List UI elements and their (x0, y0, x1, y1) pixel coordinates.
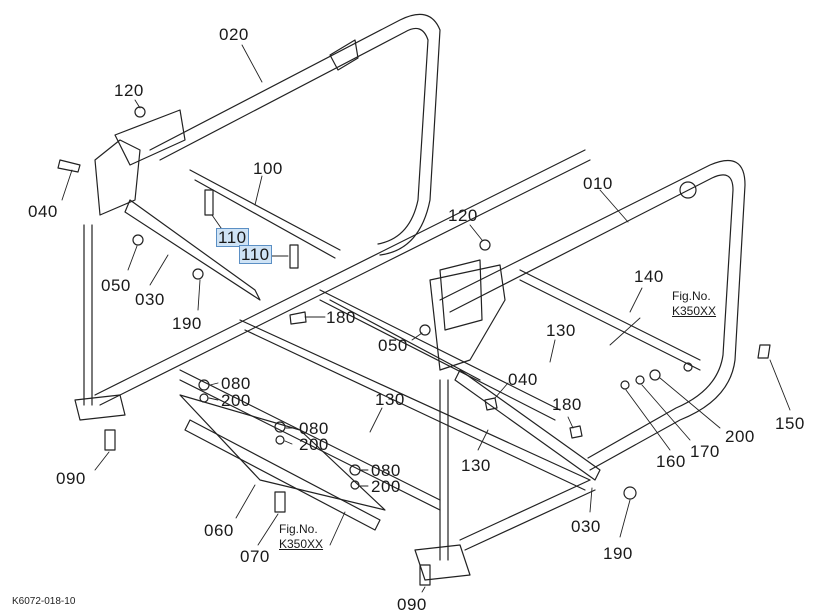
figure-ref-label: Fig.No. (672, 289, 711, 303)
callout-140[interactable]: 140 (634, 267, 664, 286)
callout-050[interactable]: 050 (101, 276, 131, 295)
callout-200[interactable]: 200 (725, 427, 755, 446)
callout-120[interactable]: 120 (448, 206, 478, 225)
figure-ref-code[interactable]: K350XX (672, 304, 717, 318)
figure-ref-label: Fig.No. (279, 522, 318, 536)
callout-080[interactable]: 080 (371, 461, 401, 480)
hardware (58, 107, 770, 585)
callout-050[interactable]: 050 (378, 336, 408, 355)
callout-160[interactable]: 160 (656, 452, 686, 471)
callout-180[interactable]: 180 (552, 395, 582, 414)
callout-040[interactable]: 040 (28, 202, 58, 221)
bottom-plates (180, 395, 385, 530)
leader-lines (62, 45, 790, 592)
left-upright (75, 110, 185, 420)
callout-090[interactable]: 090 (56, 469, 86, 488)
callout-150[interactable]: 150 (775, 414, 805, 433)
cross-tubes (95, 150, 700, 550)
figure-ref-code[interactable]: K350XX (279, 537, 324, 551)
figure-reference-link[interactable]: Fig.No. K350XX (672, 289, 716, 319)
callout-200[interactable]: 200 (371, 477, 401, 496)
callout-100[interactable]: 100 (253, 159, 283, 178)
callout-040[interactable]: 040 (508, 370, 538, 389)
callout-110-highlighted[interactable]: 110 (239, 245, 272, 264)
callout-200[interactable]: 200 (221, 391, 251, 410)
callout-130[interactable]: 130 (461, 456, 491, 475)
callout-200[interactable]: 200 (299, 435, 329, 454)
callout-180[interactable]: 180 (326, 308, 356, 327)
callout-030[interactable]: 030 (135, 290, 165, 309)
callout-120[interactable]: 120 (114, 81, 144, 100)
callout-060[interactable]: 060 (204, 521, 234, 540)
callout-170[interactable]: 170 (690, 442, 720, 461)
callout-080[interactable]: 080 (299, 419, 329, 438)
callout-130[interactable]: 130 (375, 390, 405, 409)
callout-070[interactable]: 070 (240, 547, 270, 566)
callout-020[interactable]: 020 (219, 25, 249, 44)
figure-reference-link[interactable]: Fig.No. K350XX (279, 522, 323, 552)
rear-frame-020 (150, 14, 440, 255)
callout-030[interactable]: 030 (571, 517, 601, 536)
callout-110-highlighted[interactable]: 110 (216, 228, 249, 247)
callout-010[interactable]: 010 (583, 174, 613, 193)
drawing-id: K6072-018-10 (12, 596, 76, 607)
callout-190[interactable]: 190 (603, 544, 633, 563)
callout-080[interactable]: 080 (221, 374, 251, 393)
callout-190[interactable]: 190 (172, 314, 202, 333)
diagonal-braces-030 (125, 200, 600, 480)
callout-130[interactable]: 130 (546, 321, 576, 340)
callout-090[interactable]: 090 (397, 595, 427, 614)
right-upright (415, 260, 505, 580)
